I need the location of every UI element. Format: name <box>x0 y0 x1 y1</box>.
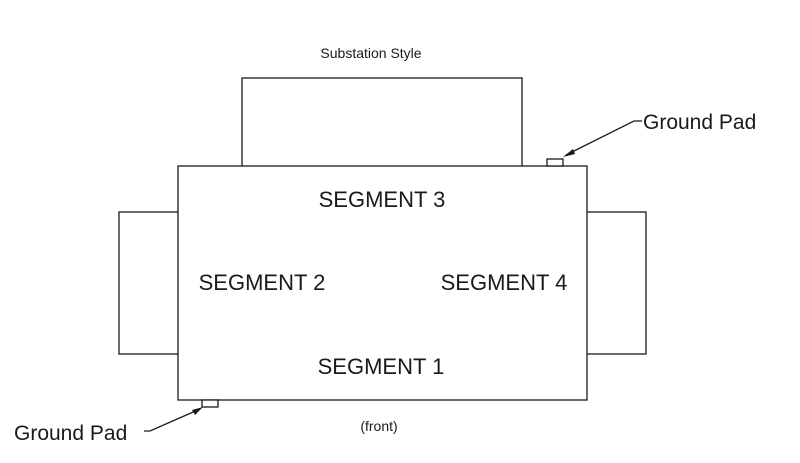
top-compartment <box>241 77 523 169</box>
segment-1-label: SEGMENT 1 <box>318 354 445 379</box>
front-label: (front) <box>360 418 397 434</box>
segment-4-label: SEGMENT 4 <box>441 270 568 295</box>
leader-line-bottom <box>144 408 201 432</box>
leader-line-top <box>565 120 642 156</box>
arrowhead-bottom <box>192 407 203 415</box>
ground-pad-bottom-label: Ground Pad <box>14 422 127 445</box>
main-cabinet <box>177 165 588 401</box>
ground-pad-top <box>546 158 564 167</box>
right-compartment <box>585 211 647 355</box>
segment-2-label: SEGMENT 2 <box>199 270 326 295</box>
diagram-title: Substation Style <box>320 45 421 61</box>
arrowhead-top <box>563 149 575 157</box>
segment-3-label: SEGMENT 3 <box>319 187 446 212</box>
ground-pad-bottom <box>201 399 219 408</box>
left-compartment <box>118 211 180 355</box>
ground-pad-top-label: Ground Pad <box>643 111 756 134</box>
